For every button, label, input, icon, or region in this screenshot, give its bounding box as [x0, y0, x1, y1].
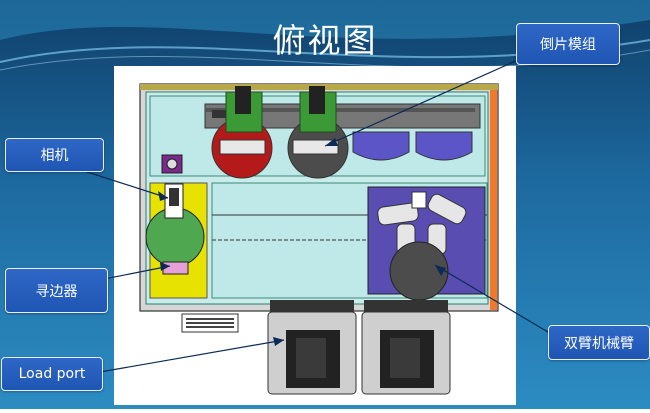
load-port-1 [267, 300, 357, 395]
callout-camera: 相机 [5, 138, 104, 172]
callout-edge-finder: 寻边器 [5, 268, 108, 313]
chamfer-head-1 [212, 86, 266, 155]
leader-chamfer-module [324, 59, 519, 147]
callout-load-port: Load port [1, 357, 103, 391]
station-3-wafer [352, 131, 410, 161]
station-4-wafer [415, 131, 473, 161]
callout-chamfer-module: 倒片模组 [516, 23, 620, 65]
edge-finder-sensor [162, 261, 189, 275]
callout-dual-arm-robot: 双臂机械臂 [548, 325, 650, 360]
load-port-2 [361, 300, 451, 395]
chamfer-head-2 [292, 86, 339, 155]
leader-dual-arm-robot [434, 264, 554, 336]
robot-arms [377, 191, 467, 255]
leader-load-port [99, 339, 285, 373]
right-side-rail [490, 90, 497, 310]
leader-camera [77, 168, 169, 199]
slide-title: 俯视图 [272, 21, 378, 60]
